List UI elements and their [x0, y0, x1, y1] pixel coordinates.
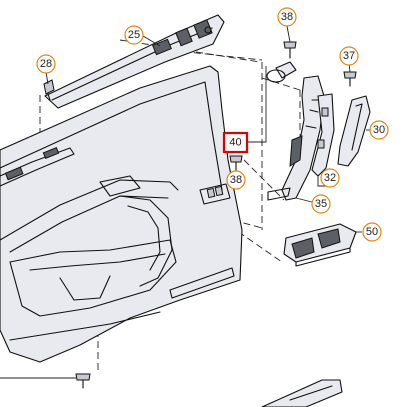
upper-trim-strip [44, 14, 225, 109]
callout-38-upper: 38 [277, 7, 297, 27]
callout-40-highlighted: 40 [222, 131, 249, 154]
leader-lines [45, 25, 370, 233]
screw-37 [343, 71, 357, 87]
callout-35: 35 [311, 194, 331, 214]
callout-30: 30 [369, 120, 389, 140]
svg-text:50: 50 [366, 226, 378, 238]
window-switch-unit [283, 223, 357, 267]
screw-upper [283, 41, 297, 59]
callout-28: 28 [36, 54, 56, 74]
svg-text:30: 30 [373, 124, 385, 136]
svg-text:40: 40 [229, 137, 241, 149]
cover-trim [337, 95, 371, 167]
door-handle-trim [266, 61, 325, 201]
callout-32: 32 [320, 168, 340, 188]
screw-bottom [0, 373, 91, 389]
svg-text:32: 32 [324, 172, 336, 184]
svg-text:38: 38 [230, 174, 242, 186]
trim-clip [43, 79, 55, 101]
callout-38-lower: 38 [226, 170, 246, 190]
svg-text:37: 37 [343, 50, 355, 62]
svg-text:35: 35 [315, 198, 327, 210]
door-trim-panel [0, 65, 243, 363]
callout-25: 25 [124, 25, 144, 45]
handle-bracket [311, 93, 335, 177]
callout-37: 37 [339, 46, 359, 66]
svg-text:38: 38 [281, 11, 293, 23]
lower-trim-piece [261, 379, 343, 407]
callout-50: 50 [362, 222, 382, 242]
svg-text:25: 25 [128, 29, 140, 41]
svg-text:28: 28 [40, 58, 52, 70]
screw-lower [229, 155, 243, 171]
